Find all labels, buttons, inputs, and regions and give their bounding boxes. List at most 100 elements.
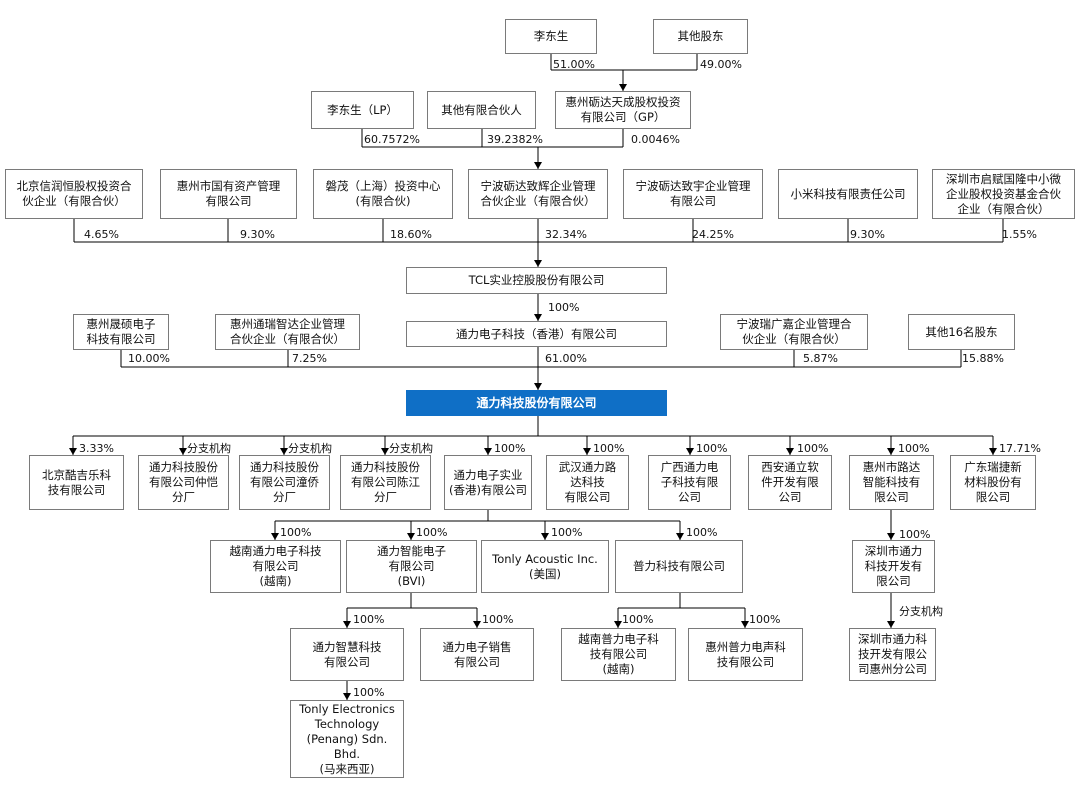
label-sub-ruijie-pct: 17.71% <box>999 442 1041 455</box>
box-panmao-shanghai: 磐茂（上海）投资中心 (有限合伙) <box>313 169 453 219</box>
box-other-shareholders: 其他股东 <box>653 19 748 54</box>
arrowhead-35 <box>69 448 77 455</box>
label-lp-li-pct: 60.7572% <box>364 133 420 146</box>
box-beijing-kuji: 北京酷吉乐科 技有限公司 <box>29 455 124 510</box>
label-main-ruiguang-pct: 5.87% <box>803 352 838 365</box>
arrowhead-63 <box>676 533 684 540</box>
box-huizhou-puli: 惠州普力电声科 技有限公司 <box>688 628 803 681</box>
box-other-lps: 其他有限合伙人 <box>427 91 536 129</box>
label-main-hk-pct: 61.00% <box>545 352 587 365</box>
box-tongli-industrial-hk: 通力电子实业 (香港)有限公司 <box>444 455 532 510</box>
label-sub-chenjiang-type: 分支机构 <box>389 442 433 455</box>
box-huizhou-tongrui: 惠州通瑞智达企业管理 合伙企业（有限合伙） <box>215 314 360 350</box>
box-main-company: 通力科技股份有限公司 <box>406 390 667 416</box>
label-bvi-sales-pct: 100% <box>482 613 514 626</box>
label-tcl-ningbo-zhihui-pct: 32.34% <box>545 228 587 241</box>
arrowhead-47 <box>686 448 694 455</box>
box-ningbo-zhiyu: 宁波砺达致宇企业管理 有限公司 <box>623 169 763 219</box>
box-tcl-industrial: TCL实业控股股份有限公司 <box>406 267 667 294</box>
box-guangxi-tongli: 广西通力电 子科技有限 公司 <box>648 455 731 510</box>
label-sub-luda-pct: 100% <box>898 442 930 455</box>
label-main-shengshuo-pct: 10.00% <box>128 352 170 365</box>
box-huizhou-state-asset: 惠州市国有资产管理 有限公司 <box>160 169 297 219</box>
arrowhead-37 <box>179 448 187 455</box>
arrowhead-79 <box>887 621 895 628</box>
arrowhead-51 <box>887 448 895 455</box>
label-other-gp-pct: 49.00% <box>700 58 742 71</box>
box-huizhou-luda: 惠州市路达 智能科技有 限公司 <box>849 455 934 510</box>
label-hk-bvi-pct: 100% <box>416 526 448 539</box>
label-tcl-panmao-pct: 18.60% <box>390 228 432 241</box>
box-shenzhen-qifu: 深圳市启赋国隆中小微 企业股权投资基金合伙 企业（有限合伙） <box>932 169 1075 219</box>
box-li-dongsheng-lp: 李东生（LP） <box>311 91 414 129</box>
label-sub-zhongkai-type: 分支机构 <box>187 442 231 455</box>
arrowhead-39 <box>280 448 288 455</box>
box-shenzhen-tongli-branch: 深圳市通力科 技开发有限公 司惠州分公司 <box>849 628 936 681</box>
arrowhead-53 <box>989 448 997 455</box>
arrowhead-61 <box>541 533 549 540</box>
label-luda-shenzhen-pct: 100% <box>899 528 931 541</box>
label-hk-puli-pct: 100% <box>686 526 718 539</box>
label-bvi-zhihui-pct: 100% <box>353 613 385 626</box>
label-shenzhen-branch-type: 分支机构 <box>899 605 943 618</box>
label-li-dongsheng-gp-pct: 51.00% <box>553 58 595 71</box>
arrowhead-65 <box>887 533 895 540</box>
label-puli-vietnam-pct: 100% <box>622 613 654 626</box>
box-tongli-smart-bvi: 通力智能电子 有限公司 (BVI) <box>346 540 477 593</box>
box-tongli-zhihui: 通力智慧科技 有限公司 <box>290 628 404 681</box>
box-tongli-sales: 通力电子销售 有限公司 <box>420 628 534 681</box>
arrowhead-11 <box>534 162 542 169</box>
arrowhead-77 <box>741 621 749 628</box>
box-xian-tongli: 西安通立软 件开发有限 公司 <box>748 455 832 510</box>
label-lp-other-pct: 39.2382% <box>487 133 543 146</box>
arrowhead-41 <box>381 448 389 455</box>
box-beijing-xinrun: 北京信润恒股权投资合 伙企业（有限合伙） <box>5 169 143 219</box>
arrowhead-59 <box>407 533 415 540</box>
label-hk-acoustic-pct: 100% <box>551 526 583 539</box>
arrowhead-45 <box>583 448 591 455</box>
arrowhead-81 <box>343 693 351 700</box>
label-sub-wuhan-pct: 100% <box>593 442 625 455</box>
arrowhead-49 <box>786 448 794 455</box>
box-huizhou-shengshuo: 惠州晟硕电子 科技有限公司 <box>73 314 169 350</box>
box-other-16: 其他16名股东 <box>908 314 1015 350</box>
label-tcl-xiaomi-pct: 9.30% <box>850 228 885 241</box>
label-tcl-beijing-pct: 4.65% <box>84 228 119 241</box>
arrowhead-31 <box>534 383 542 390</box>
label-tcl-to-hk-pct: 100% <box>548 301 580 314</box>
label-tcl-ningbo-zhiyu-pct: 24.25% <box>692 228 734 241</box>
label-main-other16-pct: 15.88% <box>962 352 1004 365</box>
label-sub-industrial-hk-pct: 100% <box>494 442 526 455</box>
box-branch-zhongkai: 通力科技股份 有限公司仲恺 分厂 <box>138 455 229 510</box>
box-xiaomi: 小米科技有限责任公司 <box>778 169 918 219</box>
box-li-dongsheng: 李东生 <box>505 19 597 54</box>
box-ningbo-zhihui: 宁波砺达致辉企业管理 合伙企业（有限合伙） <box>468 169 608 219</box>
box-guangdong-ruijie: 广东瑞捷新 材料股份有 限公司 <box>950 455 1036 510</box>
box-tonly-acoustic: Tonly Acoustic Inc. (美国) <box>481 540 609 593</box>
arrowhead-71 <box>473 621 481 628</box>
arrowhead-75 <box>614 621 622 628</box>
box-branch-chenjiang: 通力科技股份 有限公司陈江 分厂 <box>340 455 431 510</box>
arrowhead-43 <box>484 448 492 455</box>
arrowhead-21 <box>534 260 542 267</box>
box-shenzhen-tongli: 深圳市通力 科技开发有 限公司 <box>852 540 935 593</box>
label-hk-vietnam-pct: 100% <box>280 526 312 539</box>
box-vietnam-puli: 越南普力电子科 技有限公司 (越南) <box>561 628 676 681</box>
arrowhead-23 <box>534 314 542 321</box>
box-vietnam-tongli: 越南通力电子科技 有限公司 (越南) <box>210 540 341 593</box>
label-sub-xian-pct: 100% <box>797 442 829 455</box>
label-sub-kuji-pct: 3.33% <box>79 442 114 455</box>
box-tongli-hk-parent: 通力电子科技（香港）有限公司 <box>406 321 667 347</box>
arrowhead-57 <box>271 533 279 540</box>
label-puli-huizhou-pct: 100% <box>749 613 781 626</box>
arrowhead-69 <box>343 621 351 628</box>
box-wuhan-tonglilu: 武汉通力路 达科技 有限公司 <box>546 455 629 510</box>
box-tonly-penang: Tonly Electronics Technology (Penang) Sd… <box>290 700 404 778</box>
arrowhead-5 <box>619 84 627 91</box>
label-main-tongrui-pct: 7.25% <box>292 352 327 365</box>
label-lp-gp-pct: 0.0046% <box>631 133 680 146</box>
label-tcl-shenzhen-qifu-pct: 1.55% <box>1002 228 1037 241</box>
box-huizhou-lida-gp: 惠州砺达天成股权投资 有限公司（GP） <box>555 91 691 129</box>
